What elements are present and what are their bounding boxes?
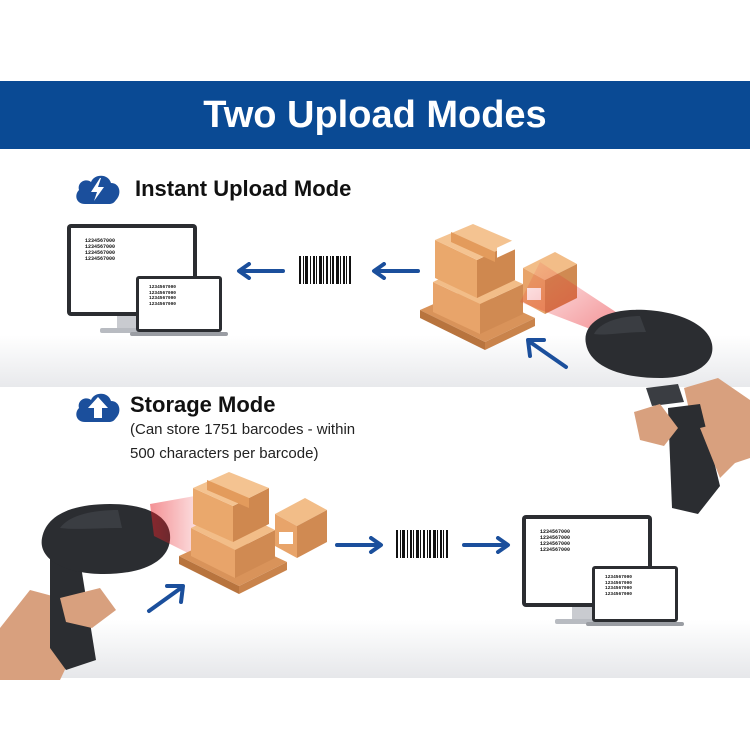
cargo-boxes-icon [179, 472, 327, 594]
laptop-base [130, 332, 228, 336]
screen-code-line: 1234567000 [540, 529, 571, 535]
header-banner [0, 81, 750, 149]
screen-code-line: 1234567000 [85, 250, 116, 256]
screen-code-line: 1234567000 [85, 244, 116, 250]
screen-code-line: 1234567000 [605, 575, 633, 580]
cargo-boxes-icon [420, 224, 577, 350]
barcode-scanner-icon [0, 504, 171, 680]
storage-floor-band [0, 620, 750, 678]
monitor-base [555, 619, 611, 624]
screen-code-line: 1234567000 [540, 541, 571, 547]
barcode-icon [299, 256, 359, 284]
screen-code-line: 1234567000 [605, 580, 633, 586]
page-title: Two Upload Modes [203, 94, 547, 136]
arrow-up-right-icon [147, 584, 185, 613]
instant-mode-title: Instant Upload Mode [135, 176, 352, 201]
arrow-right-icon [462, 536, 510, 554]
screen-code-line: 1234567000 [85, 256, 116, 262]
laptop-screen: 1234567000 1234567000 1234567000 1234567… [139, 279, 219, 329]
storage-note-line1: (Can store 1751 barcodes - within [130, 421, 356, 438]
screen-code-line: 1234567000 [540, 547, 571, 553]
storage-mode-title: Storage Mode [130, 392, 276, 417]
monitor-stand [572, 607, 594, 619]
screen-code-line: 1234567000 [605, 591, 633, 597]
screen-code-line: 1234567000 [149, 301, 177, 307]
laptop-base [586, 622, 684, 626]
screen-code-line: 1234567000 [149, 296, 177, 301]
monitor-base [100, 328, 156, 333]
arrow-left-icon [372, 262, 420, 280]
laptop: 1234567000 1234567000 1234567000 1234567… [592, 566, 678, 622]
barcode-scanner-icon [585, 309, 750, 514]
cloud-lightning-icon [73, 170, 123, 206]
arrow-left-icon [237, 262, 285, 280]
cloud-upload-icon [73, 388, 123, 424]
screen-code-line: 1234567000 [605, 586, 633, 591]
screen-code-line: 1234567000 [85, 238, 116, 244]
arrow-up-left-icon [526, 338, 568, 369]
monitor-stand [117, 316, 139, 328]
laptop-screen: 1234567000 1234567000 1234567000 1234567… [595, 569, 675, 619]
screen-code-line: 1234567000 [540, 535, 571, 541]
arrow-right-icon [335, 536, 383, 554]
laptop: 1234567000 1234567000 1234567000 1234567… [136, 276, 222, 332]
screen-code-line: 1234567000 [149, 285, 177, 290]
barcode-icon [396, 530, 456, 558]
screen-code-line: 1234567000 [149, 290, 177, 296]
storage-note-line2: 500 characters per barcode) [130, 445, 319, 462]
